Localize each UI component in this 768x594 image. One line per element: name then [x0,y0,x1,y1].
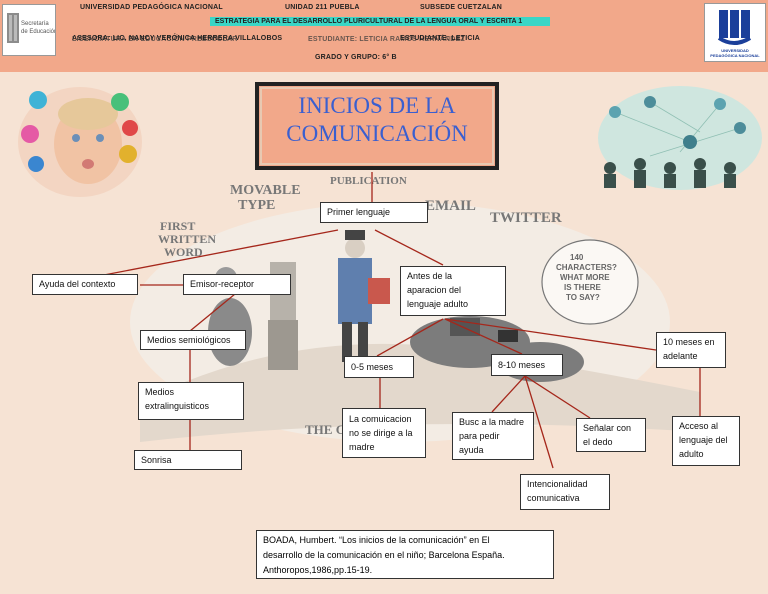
cartoon-twitter: TWITTER [490,210,562,226]
header-degree-overlap: LICENCIATURA EN EDUCACIÓN PREESCOLAR [72,36,238,43]
node-medios-semiologicos: Medios semiológicos [140,330,246,350]
node-busca-madre: Busc a la madre para pedir ayuda [452,412,534,460]
node-emisor-receptor-label: Emisor-receptor [190,279,255,289]
svg-text:de Educación: de Educación [21,29,55,35]
svg-text:TO SAY?: TO SAY? [566,293,600,302]
cartoon-publication: PUBLICATION [330,175,407,187]
header-banner: Secretaría de Educación UNIVERSIDAD PEDA… [0,0,768,72]
node-primer-lenguaje-label: Primer lenguaje [327,207,391,217]
node-acceso-lenguaje-label: Acceso al lenguaje del adulto [679,421,728,459]
node-medios-extralinguisticos-label: Medios extralinguisticos [145,387,210,411]
node-primer-lenguaje: Primer lenguaje [320,202,428,223]
node-meses-0-5-label: 0-5 meses [351,362,394,372]
node-sonrisa: Sonrisa [134,450,242,470]
svg-text:IS THERE: IS THERE [564,283,602,292]
node-meses-10-adelante: 10 meses en adelante [656,332,726,368]
node-intencionalidad-label: Intencionalidad comunicativa [527,479,588,503]
header-subsede: SUBSEDE CUETZALAN [420,4,502,11]
svg-text:140: 140 [570,253,584,262]
node-comunicacion-no-dirige-label: La comuicacion no se dirige a la madre [349,414,413,452]
node-meses-8-10-label: 8-10 meses [498,360,546,370]
node-comunicacion-no-dirige: La comuicacion no se dirige a la madre [342,408,426,458]
svg-text:CHARACTERS?: CHARACTERS? [556,263,617,272]
node-meses-10-adelante-label: 10 meses en adelante [663,337,715,361]
node-medios-extralinguisticos: Medios extralinguisticos [138,382,244,420]
node-senalar-dedo-label: Señalar con el dedo [583,423,632,447]
svg-text:UNIVERSIDAD: UNIVERSIDAD [721,48,749,53]
upn-logo-icon: UNIVERSIDAD PEDAGÓGICA NACIONAL [710,10,760,58]
header-professor: ASESORA: LIC. NANCY VERÓNICA HERRERA VIL… [72,35,283,42]
connector-lines [103,172,701,469]
cartoon-email: EMAIL [425,198,476,214]
header-course: ESTRATEGIA PARA EL DESARROLLO PLURICULTU… [215,18,523,25]
node-meses-8-10: 8-10 meses [491,354,563,376]
network-image [598,86,762,190]
sep-logo-icon: Secretaría de Educación [7,13,57,43]
node-medios-semiologicos-label: Medios semiológicos [147,335,231,345]
header-student: ESTUDIANTE: LETICIA [400,35,481,42]
header-course-highlight [210,17,550,26]
header-university: UNIVERSIDAD PEDAGÓGICA NACIONAL [80,4,223,11]
node-busca-madre-label: Busc a la madre para pedir ayuda [459,417,525,455]
node-ayuda-contexto: Ayuda del contexto [32,274,138,295]
header-unit: UNIDAD 211 PUEBLA [285,4,360,11]
node-ayuda-contexto-label: Ayuda del contexto [39,279,116,289]
header-student-overlap: ESTUDIANTE: LETICIA RAMOS HERNÁNDEZ [308,36,465,43]
node-antes-aparicion-label: Antes de la aparacion del lenguaje adult… [407,271,469,309]
node-antes-aparicion: Antes de la aparacion del lenguaje adult… [400,266,506,316]
sep-logo: Secretaría de Educación [2,4,57,56]
title-box: INICIOS DE LA COMUNICACIÓN [255,82,499,170]
baby-image [18,87,142,197]
svg-text:Secretaría: Secretaría [21,21,49,27]
node-senalar-dedo: Señalar con el dedo [576,418,646,452]
node-sonrisa-label: Sonrisa [141,455,172,465]
svg-text:WHAT MORE: WHAT MORE [560,273,610,282]
node-intencionalidad: Intencionalidad comunicativa [520,474,610,510]
upn-logo: UNIVERSIDAD PEDAGÓGICA NACIONAL [704,3,766,62]
reference-citation: BOADA, Humbert. “Los inicios de la comun… [256,530,554,579]
header-group: GRADO Y GRUPO: 6° B [315,54,397,61]
node-meses-0-5: 0-5 meses [344,356,414,378]
svg-text:PEDAGÓGICA NACIONAL: PEDAGÓGICA NACIONAL [710,53,760,58]
node-acceso-lenguaje: Acceso al lenguaje del adulto [672,416,740,466]
cartoon-the-c: THE C [305,422,345,437]
page-title: INICIOS DE LA COMUNICACIÓN [286,93,468,146]
node-emisor-receptor: Emisor-receptor [183,274,291,295]
cartoon-speech-text: 140 CHARACTERS? WHAT MORE IS THERE TO SA… [556,253,617,302]
